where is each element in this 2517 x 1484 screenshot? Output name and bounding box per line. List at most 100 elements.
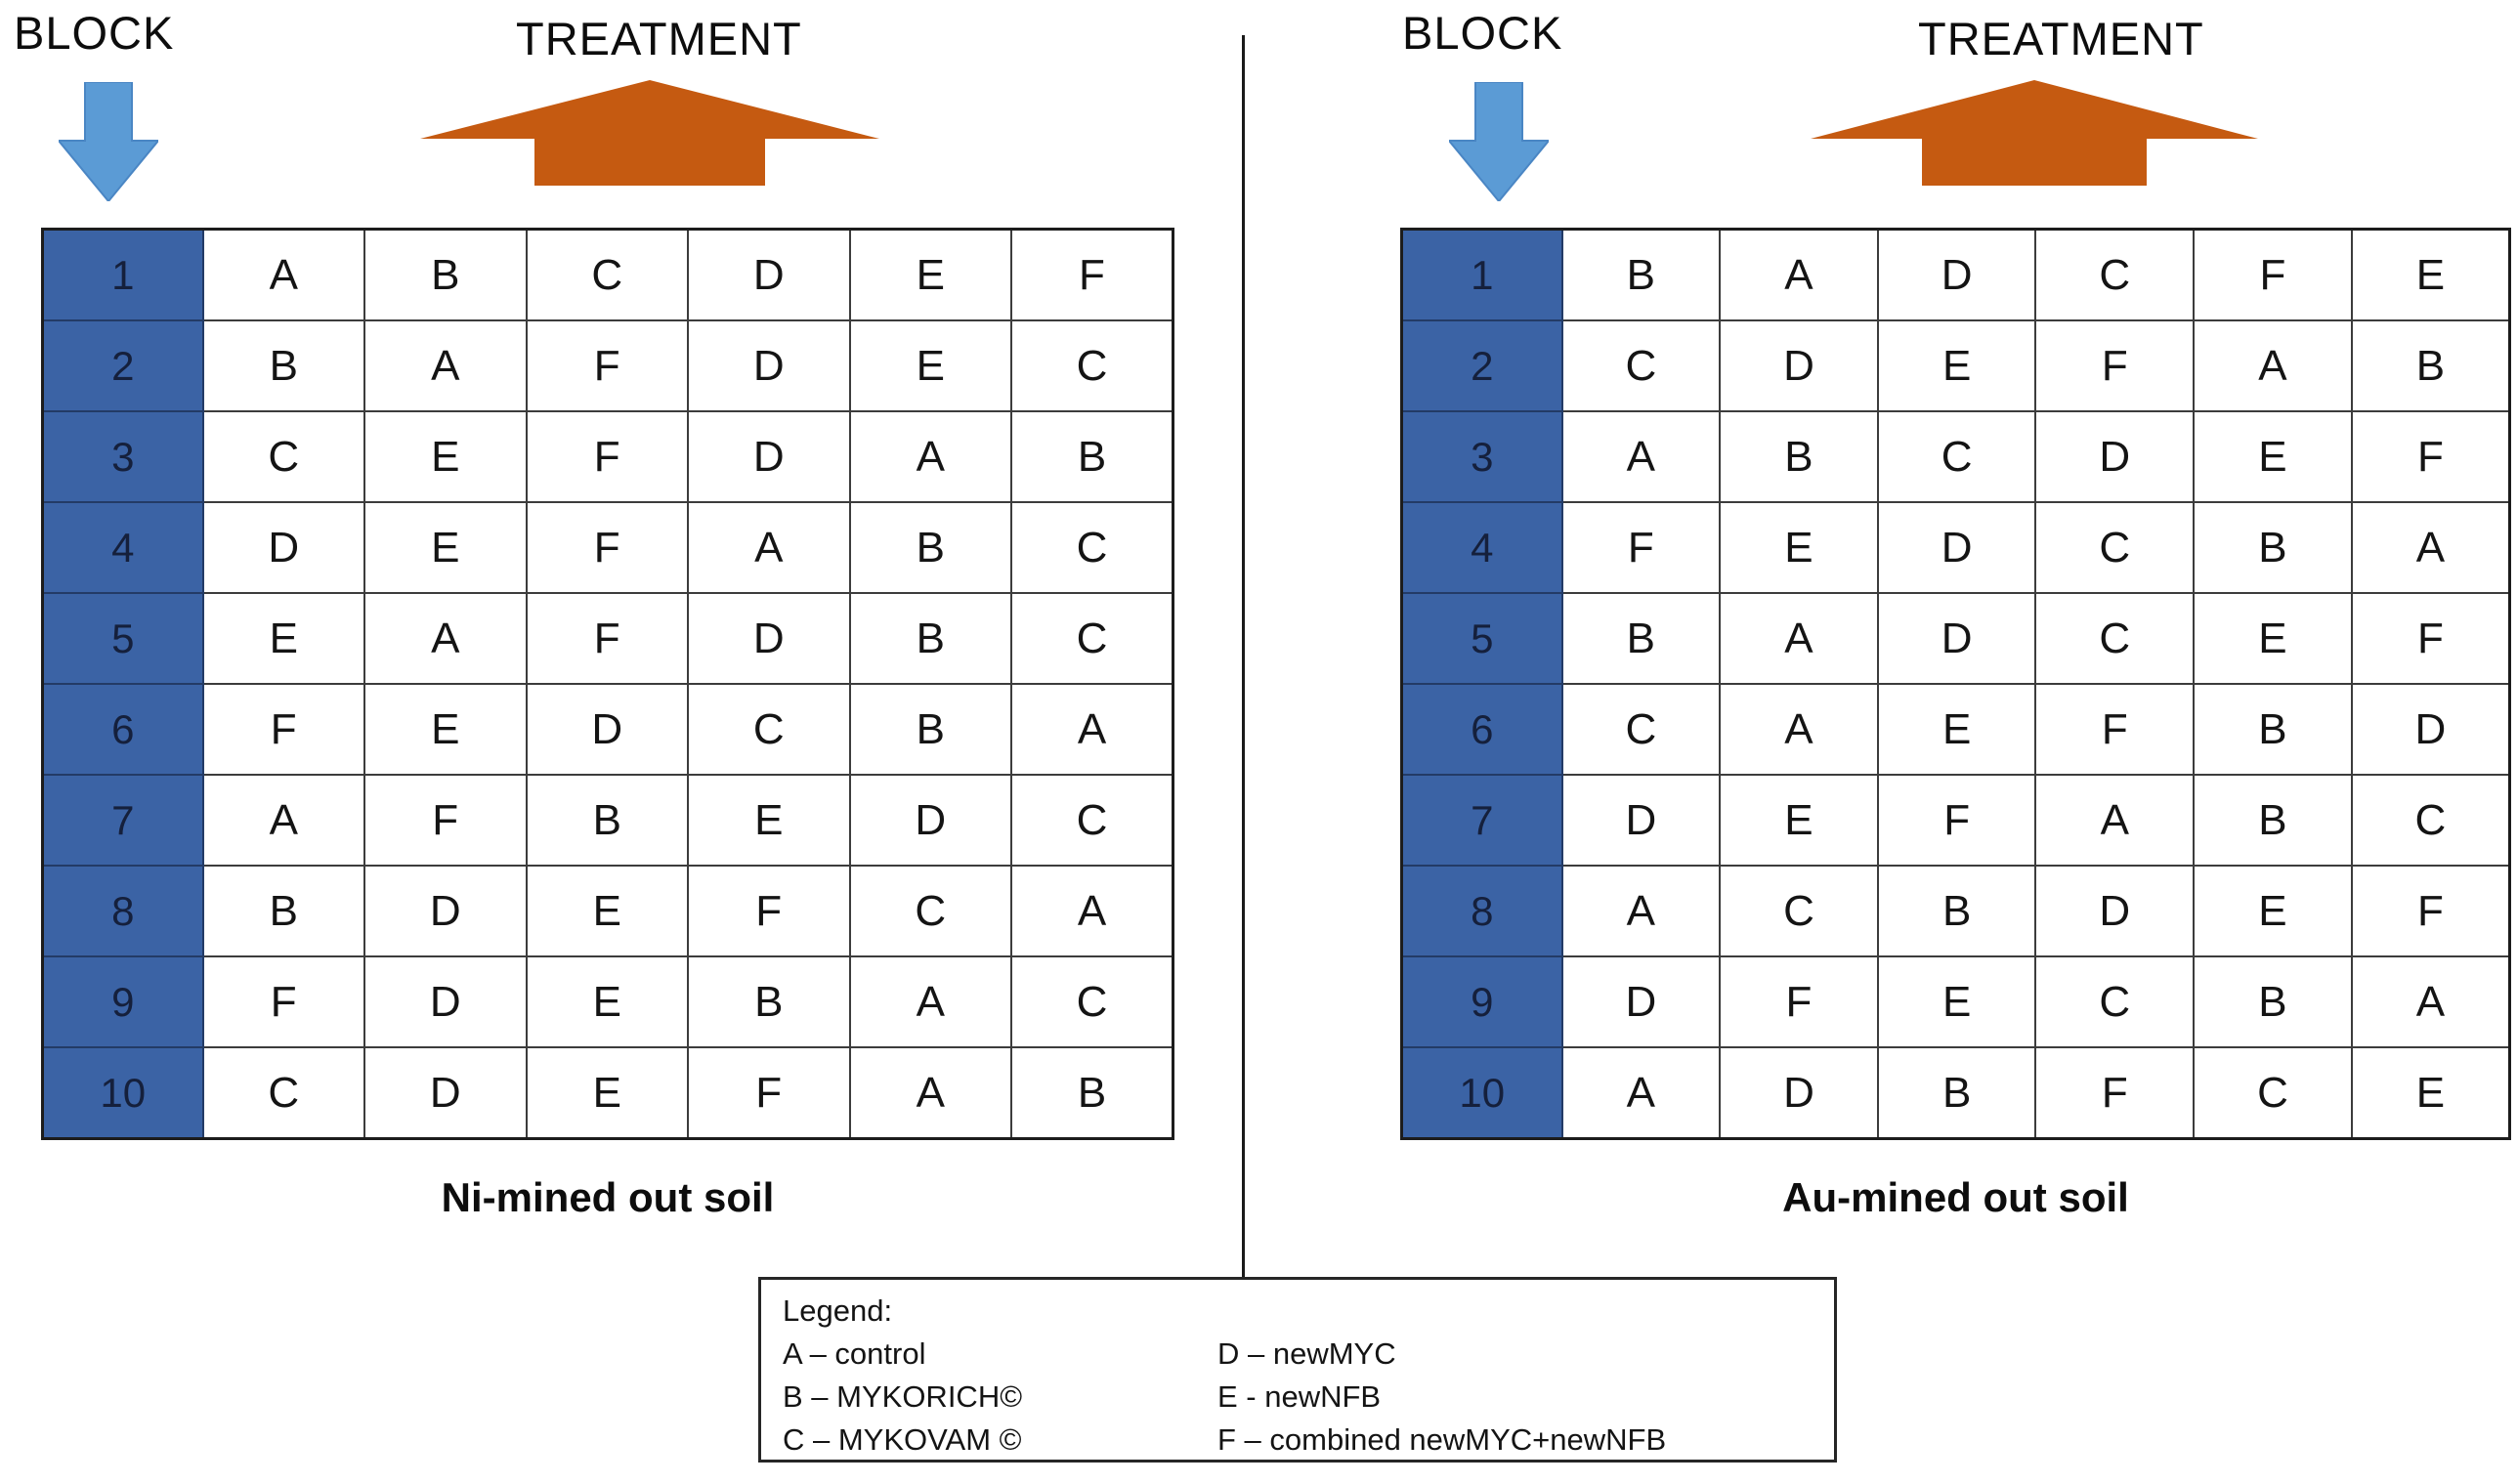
- treatment-cell: C: [201, 1046, 365, 1140]
- treatment-cell: F: [687, 1046, 851, 1140]
- treatment-cell: D: [687, 410, 851, 503]
- treatment-cell: D: [687, 319, 851, 412]
- treatment-cell: A: [1560, 410, 1722, 503]
- treatment-cell: B: [201, 865, 365, 957]
- treatment-up-arrow-icon: [1811, 80, 2258, 186]
- block-number-cell: 6: [1400, 683, 1563, 776]
- treatment-cell: D: [1876, 501, 2037, 594]
- treatment-cell: D: [363, 955, 528, 1048]
- legend-item-c: C – MYKOVAM ©: [783, 1422, 1022, 1457]
- treatment-cell: F: [2193, 228, 2353, 321]
- treatment-cell: D: [1719, 319, 1879, 412]
- treatment-cell: C: [1010, 501, 1174, 594]
- treatment-cell: B: [363, 228, 528, 321]
- treatment-cell: A: [2193, 319, 2353, 412]
- block-number-cell: 4: [41, 501, 204, 594]
- treatment-cell: A: [1719, 592, 1879, 685]
- treatment-cell: B: [1560, 228, 1722, 321]
- treatment-cell: C: [1876, 410, 2037, 503]
- block-number-cell: 8: [41, 865, 204, 957]
- block-number-cell: 7: [41, 774, 204, 867]
- treatment-cell: D: [525, 683, 689, 776]
- treatment-cell: F: [525, 319, 689, 412]
- panel-caption: Au-mined out soil: [1782, 1174, 2129, 1220]
- treatment-cell: E: [1719, 774, 1879, 867]
- treatment-cell: A: [1719, 228, 1879, 321]
- treatment-cell: F: [525, 592, 689, 685]
- treatment-cell: F: [201, 683, 365, 776]
- treatment-cell: B: [1010, 410, 1174, 503]
- treatment-cell: A: [848, 955, 1012, 1048]
- treatment-cell: E: [1876, 955, 2037, 1048]
- treatment-cell: B: [687, 955, 851, 1048]
- treatment-cell: D: [2034, 865, 2196, 957]
- treatment-cell: F: [1560, 501, 1722, 594]
- treatment-cell: D: [201, 501, 365, 594]
- treatment-cell: E: [363, 501, 528, 594]
- treatment-cell: B: [2350, 319, 2511, 412]
- block-number-cell: 5: [1400, 592, 1563, 685]
- legend-items: A – control D – newMYC B – MYKORICH© E -…: [783, 1333, 1813, 1462]
- treatment-cell: C: [525, 228, 689, 321]
- treatment-cell: E: [363, 410, 528, 503]
- treatment-cell: F: [2034, 1046, 2196, 1140]
- treatment-cell: C: [2034, 592, 2196, 685]
- treatment-cell: C: [1010, 774, 1174, 867]
- treatment-cell: B: [525, 774, 689, 867]
- treatment-cell: C: [2350, 774, 2511, 867]
- legend-item-d: D – newMYC: [1217, 1336, 1396, 1371]
- block-number-cell: 8: [1400, 865, 1563, 957]
- treatment-cell: F: [1010, 228, 1174, 321]
- treatment-cell: A: [363, 592, 528, 685]
- treatment-label: TREATMENT: [516, 13, 802, 64]
- treatment-cell: B: [2193, 774, 2353, 867]
- block-number-cell: 10: [41, 1046, 204, 1140]
- treatment-cell: E: [2193, 865, 2353, 957]
- treatment-cell: D: [1560, 774, 1722, 867]
- treatment-cell: A: [2034, 774, 2196, 867]
- block-number-cell: 9: [41, 955, 204, 1048]
- treatment-cell: A: [1560, 1046, 1722, 1140]
- treatment-cell: E: [1719, 501, 1879, 594]
- treatment-cell: F: [2350, 865, 2511, 957]
- panel-divider-line: [1242, 35, 1245, 1280]
- treatment-cell: C: [1560, 319, 1722, 412]
- block-number-cell: 3: [1400, 410, 1563, 503]
- treatment-cell: F: [363, 774, 528, 867]
- treatment-cell: B: [1560, 592, 1722, 685]
- treatment-cell: C: [687, 683, 851, 776]
- block-number-cell: 5: [41, 592, 204, 685]
- treatment-cell: E: [687, 774, 851, 867]
- block-number-cell: 1: [41, 228, 204, 321]
- treatment-cell: D: [1876, 592, 2037, 685]
- treatment-cell: C: [1560, 683, 1722, 776]
- legend-item-a: A – control: [783, 1336, 926, 1371]
- treatment-cell: D: [363, 865, 528, 957]
- treatment-cell: E: [1876, 683, 2037, 776]
- block-number-cell: 6: [41, 683, 204, 776]
- treatment-cell: F: [2350, 410, 2511, 503]
- treatment-cell: D: [1560, 955, 1722, 1048]
- treatment-cell: A: [1719, 683, 1879, 776]
- treatment-cell: A: [2350, 955, 2511, 1048]
- treatment-up-arrow-icon: [420, 80, 879, 186]
- block-number-cell: 7: [1400, 774, 1563, 867]
- treatment-cell: B: [2193, 955, 2353, 1048]
- treatment-cell: D: [2034, 410, 2196, 503]
- treatment-cell: B: [2193, 683, 2353, 776]
- treatment-cell: B: [1010, 1046, 1174, 1140]
